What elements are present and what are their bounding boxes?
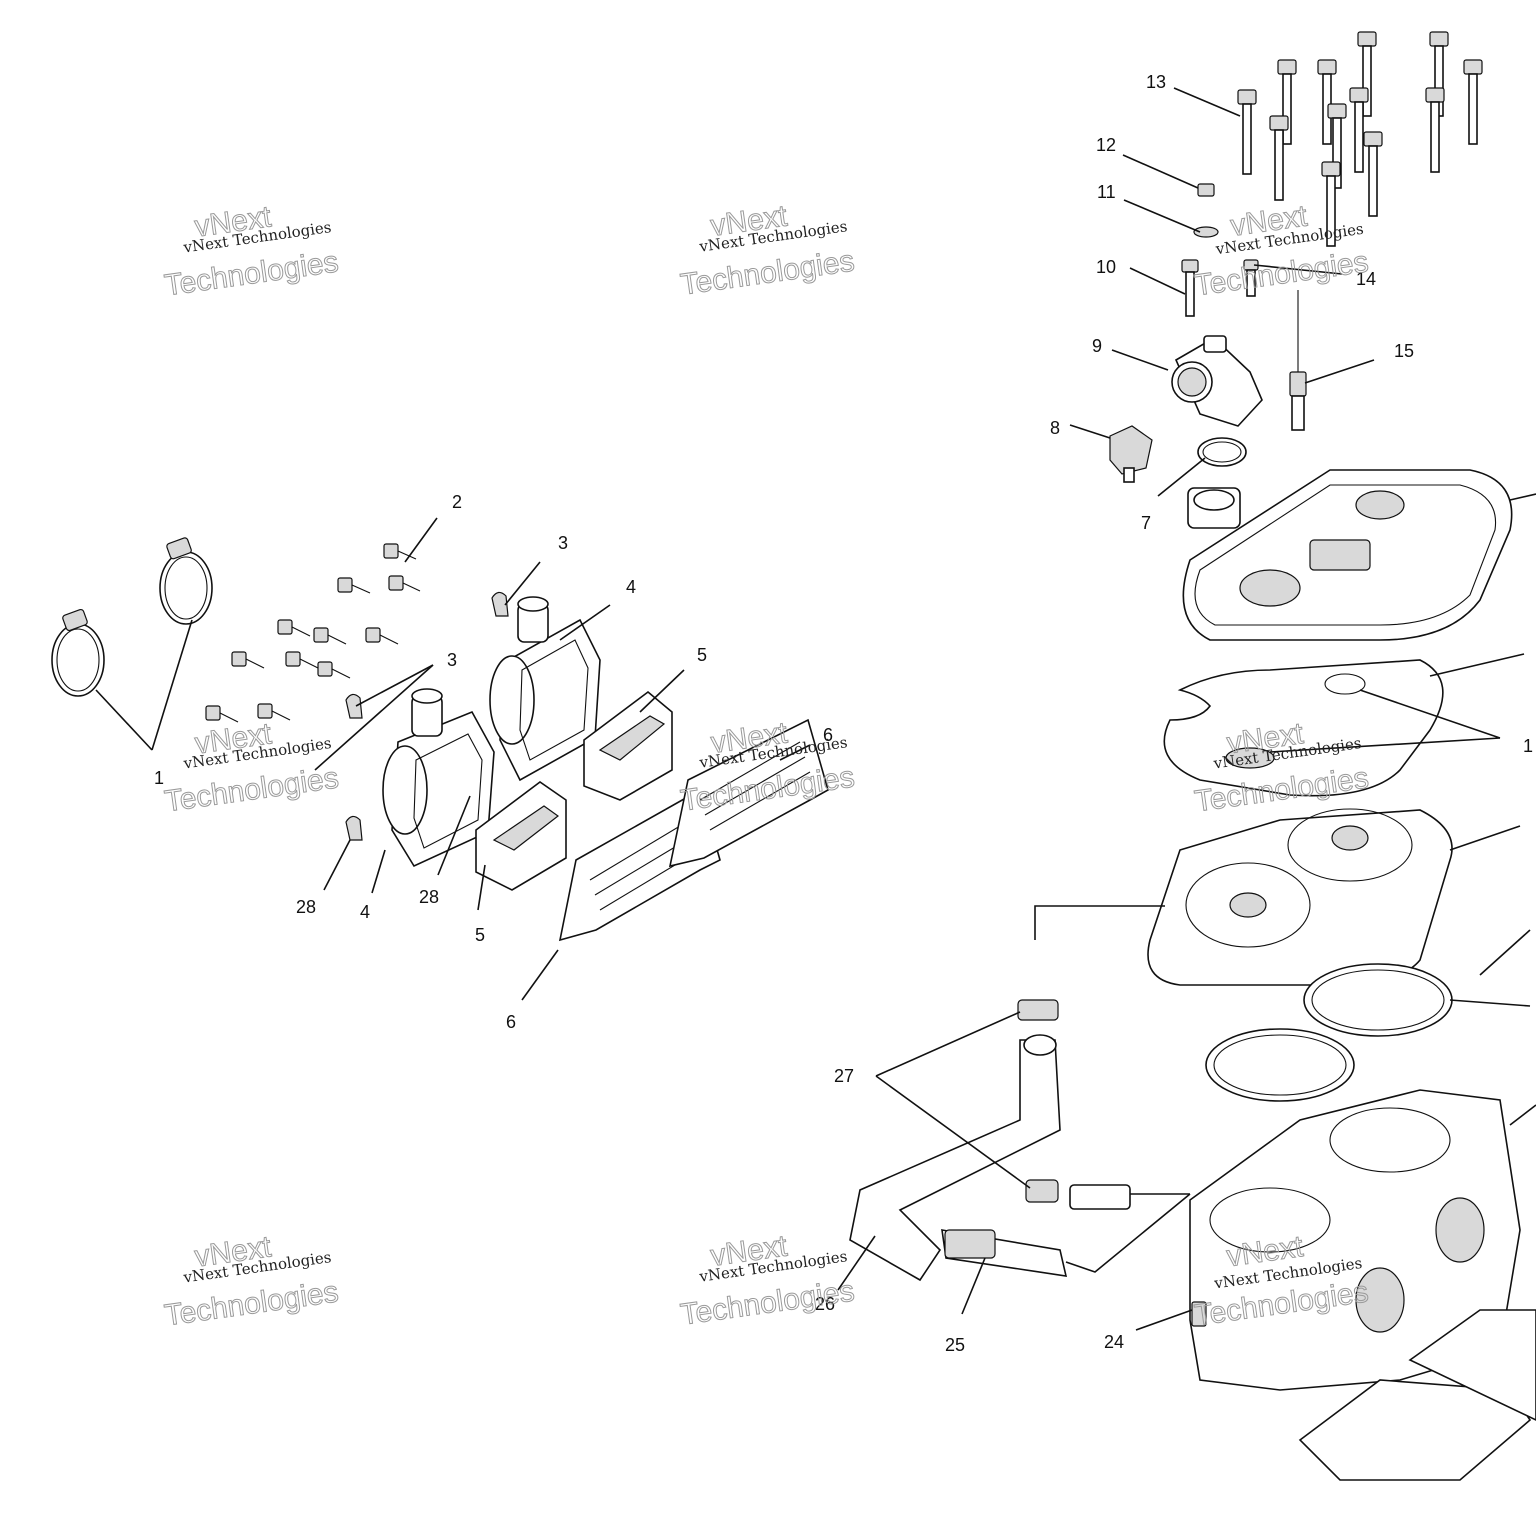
cylinder-head-cover [1182,469,1513,641]
reed-bolts-2 [205,543,421,723]
callout-5: 5 [475,925,485,945]
callout-25: 25 [945,1335,965,1355]
callout-10: 10 [1096,257,1116,277]
thermostat-8-and-oring-7 [1109,425,1247,483]
orings-and-cylinder-gaskets [1205,963,1453,1102]
small-hardware-10-11-12-14 [1181,183,1259,317]
callout-6: 6 [823,725,833,745]
cylinder-head [1147,808,1453,986]
callout-8: 8 [1050,418,1060,438]
watermark-top-left: vNext vNext Technologies Technologies [162,200,341,303]
cylinder-head-bolts-13 [1237,31,1483,247]
watermark-top-center: vNext vNext Technologies Technologies [678,199,857,302]
base-gaskets [1298,1309,1536,1481]
reed-adapter-4-upper [489,596,601,782]
callout-2: 2 [452,492,462,512]
callout-15: 15 [1394,341,1414,361]
temp-sensor-15 [1289,290,1307,431]
callout-7: 7 [1141,513,1151,533]
callout-28: 28 [296,897,316,917]
callout-12: 12 [1096,135,1116,155]
watermark-bottom-center: vNext vNext Technologies Technologies [678,1229,857,1332]
callouts: 1 2 3 3 4 4 5 5 6 6 28 28 13 12 11 10 14… [154,72,1533,1355]
thermostat-housing-9 [1171,335,1263,427]
water-hose-26-and-fittings [849,999,1131,1282]
callout-3: 3 [447,650,457,670]
callout-9: 9 [1092,336,1102,356]
cylinder-block [1189,1089,1521,1391]
callout-5: 5 [697,645,707,665]
callout-4: 4 [626,577,636,597]
reed-adapter-4-lower [382,688,495,868]
callout-24: 24 [1104,1332,1124,1352]
reed-stuffer-5 [475,690,673,891]
callout-1-cut: 1 [1523,736,1533,756]
callout-6: 6 [506,1012,516,1032]
stud-24 [1191,1301,1207,1327]
hose-clamp-1 [51,537,213,697]
leader-lines [95,87,1536,1331]
callout-4: 4 [360,902,370,922]
callout-3: 3 [558,533,568,553]
clips-3-and-28 [345,591,509,841]
callout-26: 26 [815,1294,835,1314]
watermark-mid-left: vNext vNext Technologies Technologies [162,717,341,819]
callout-28: 28 [419,887,439,907]
callout-11: 11 [1097,182,1116,202]
watermark-bottom-left: vNext vNext Technologies Technologies [162,1230,341,1333]
callout-14: 14 [1356,269,1376,289]
watermark-top-right: vNext vNext Technologies Technologies [1192,199,1371,303]
callout-1: 1 [154,768,164,788]
callout-27: 27 [834,1066,854,1086]
fitting-25 [941,1229,1068,1277]
callout-13: 13 [1146,72,1166,92]
